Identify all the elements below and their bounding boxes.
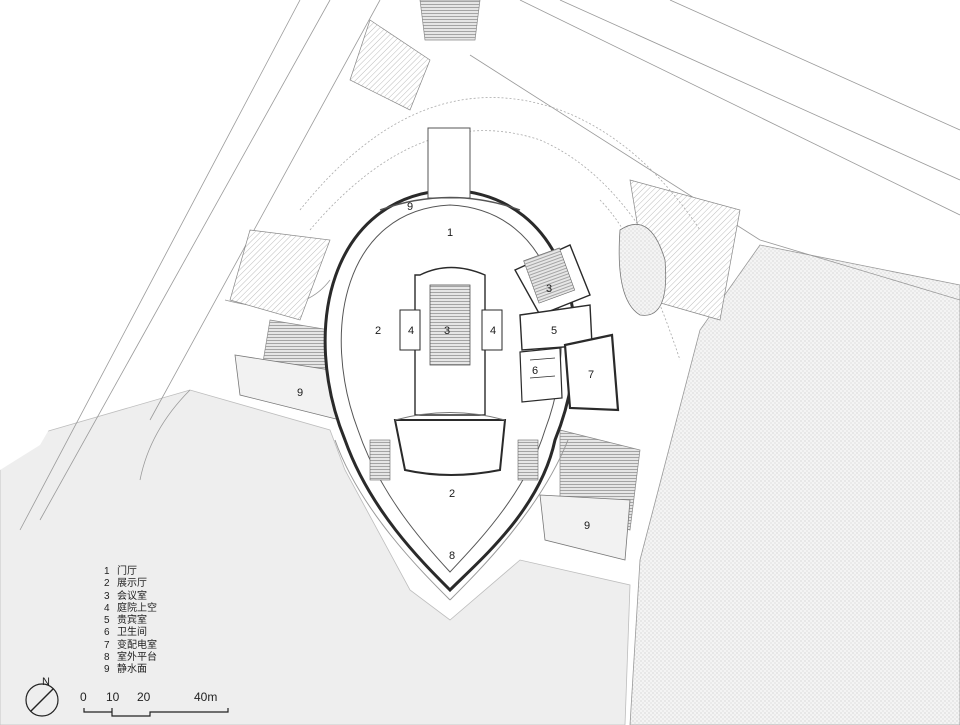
room-label-pool-west: 9 [297, 387, 303, 399]
scale-tick-20: 20 [137, 690, 151, 704]
room-label-courtyard-void-left: 4 [408, 325, 414, 337]
room-labels: 1 2 3 4 4 3 5 6 7 2 8 9 9 9 [297, 201, 594, 562]
room-label-pool-north: 9 [407, 201, 413, 213]
room-label-exhibit-west: 2 [375, 325, 381, 337]
east-annex [514, 244, 620, 412]
north-letter: N [42, 676, 50, 688]
scale-tick-10: 10 [106, 690, 120, 704]
scale-tick-0: 0 [80, 690, 87, 704]
room-label-lobby: 1 [447, 227, 453, 239]
room-label-vip-room: 5 [551, 325, 557, 337]
room-label-pool-east: 9 [584, 520, 590, 532]
room-label-restroom: 6 [532, 365, 538, 377]
road-lines [19, 0, 960, 531]
pools [234, 224, 667, 561]
entrance-canopy [379, 127, 521, 211]
room-label-conference-main: 3 [444, 325, 450, 337]
scale-bar [83, 708, 229, 717]
room-label-conference-east: 3 [546, 283, 552, 295]
room-label-courtyard-void-right: 4 [490, 325, 496, 337]
north-arrow-icon [25, 683, 59, 717]
inner-hall [393, 266, 507, 476]
room-label-outdoor-terrace: 8 [449, 550, 455, 562]
scale-tick-40m: 40m [194, 690, 218, 704]
steps [369, 439, 539, 481]
room-label-exhibit-south: 2 [449, 488, 455, 500]
room-label-substation: 7 [588, 369, 594, 381]
